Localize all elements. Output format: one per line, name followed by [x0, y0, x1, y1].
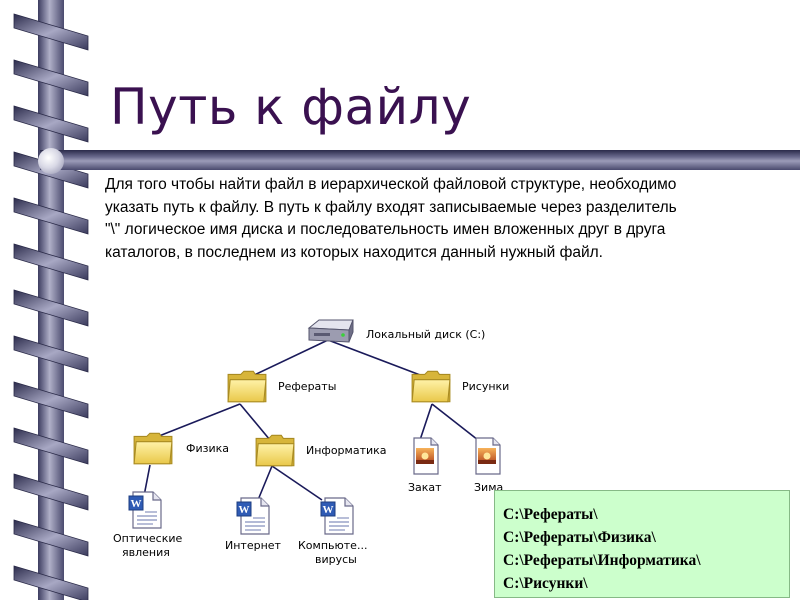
file-opticheskie-icon[interactable]	[128, 491, 162, 529]
binding-ring	[13, 289, 89, 327]
disk-label: Локальный диск (C:)	[366, 328, 485, 341]
folder-referaty-icon[interactable]	[227, 370, 267, 403]
file-viruses-label-1: Компьюте...	[298, 539, 367, 552]
folder-informatika-icon[interactable]	[255, 434, 295, 467]
file-internet-icon[interactable]	[236, 497, 270, 535]
file-viruses-label-2: вирусы	[315, 553, 357, 566]
file-opticheskie-label-2: явления	[122, 546, 170, 559]
binding-ring	[13, 381, 89, 419]
binding-ring	[13, 565, 89, 600]
separator-knob	[38, 148, 64, 174]
file-internet-label: Интернет	[225, 539, 282, 552]
folder-fizika-icon[interactable]	[133, 432, 173, 465]
folder-fizika-label: Физика	[186, 442, 229, 455]
tree-connectors	[143, 339, 479, 501]
folder-informatika-label: Информатика	[306, 444, 387, 457]
binding-ring	[13, 243, 89, 281]
file-zakat-icon[interactable]	[413, 437, 439, 475]
binding-ring	[13, 473, 89, 511]
binding-ring	[13, 197, 89, 235]
title-separator-bar	[40, 150, 800, 170]
folder-risunki-icon[interactable]	[411, 370, 451, 403]
path-line: C:\Рефераты\Информатика\	[503, 552, 701, 569]
folder-risunki-label: Рисунки	[462, 380, 509, 393]
paths-box: C:\Рефераты\ C:\Рефераты\Физика\ C:\Рефе…	[494, 490, 790, 598]
path-line: C:\Рефераты\Физика\	[503, 529, 656, 546]
file-zakat-label: Закат	[408, 481, 442, 494]
file-zima-icon[interactable]	[475, 437, 501, 475]
binding-ring	[13, 105, 89, 143]
binding-ring	[13, 427, 89, 465]
binding-ring	[13, 519, 89, 557]
file-opticheskie-label-1: Оптические	[113, 532, 183, 545]
disk-icon[interactable]	[307, 319, 354, 343]
binding-ring	[13, 13, 89, 51]
page-title: Путь к файлу	[110, 78, 472, 136]
path-line: C:\Рефераты\	[503, 506, 598, 523]
folder-referaty-label: Рефераты	[278, 380, 336, 393]
spiral-binding	[13, 0, 89, 600]
path-line: C:\Рисунки\	[503, 575, 588, 592]
binding-ring	[13, 335, 89, 373]
file-tree-diagram: W	[113, 319, 509, 566]
file-viruses-icon[interactable]	[320, 497, 354, 535]
description-paragraph: Для того чтобы найти файл в иерархическо…	[105, 176, 677, 261]
binding-ring	[13, 59, 89, 97]
